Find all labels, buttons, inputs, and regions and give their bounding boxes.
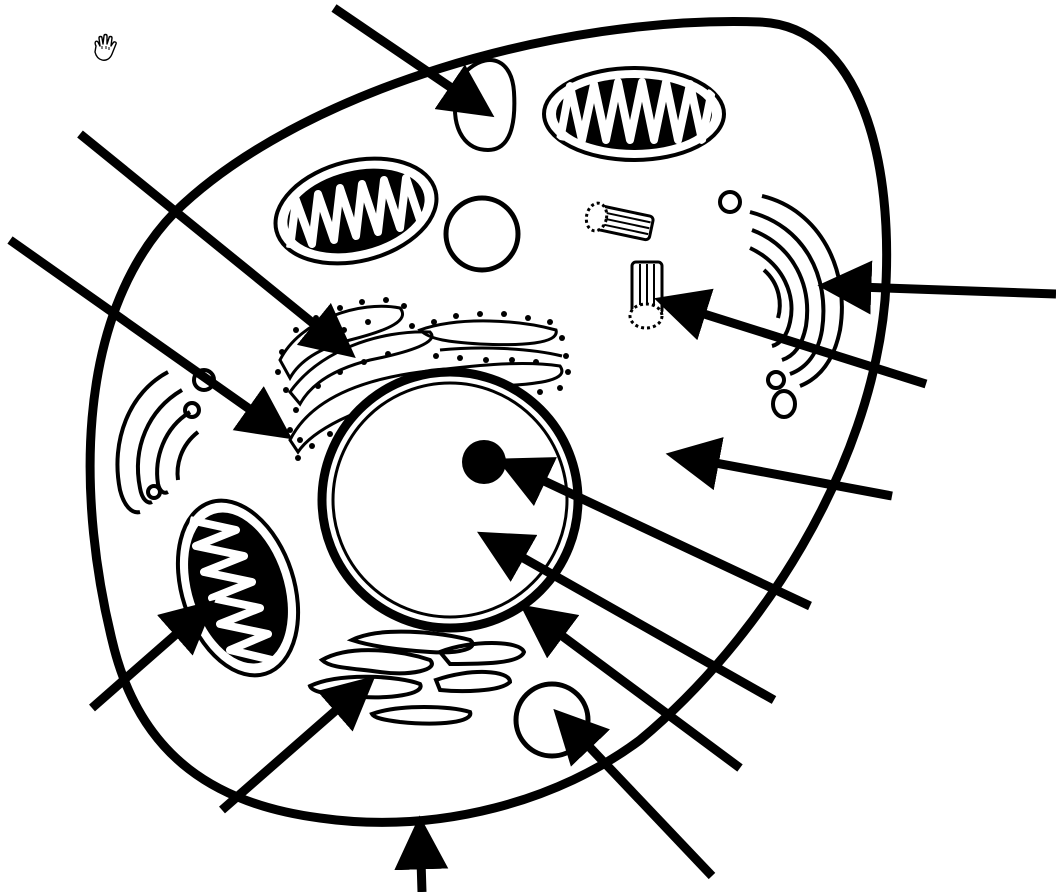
lysosome [446, 198, 518, 270]
mitochondrion [157, 485, 319, 691]
mitochondrion [264, 143, 447, 280]
nucleus [322, 372, 578, 628]
mitochondrion [544, 68, 724, 160]
pointer-arrow [678, 456, 892, 496]
golgi-apparatus [720, 192, 842, 417]
nucleolus [462, 440, 506, 484]
pointer-arrow [222, 684, 366, 810]
vesicle [516, 684, 588, 756]
centrioles [584, 201, 662, 328]
pointer-arrow [420, 828, 422, 892]
hand-grab-icon [88, 32, 118, 64]
golgi-apparatus [117, 370, 214, 512]
pointer-arrow [488, 538, 774, 700]
pointer-arrow [830, 286, 1056, 294]
